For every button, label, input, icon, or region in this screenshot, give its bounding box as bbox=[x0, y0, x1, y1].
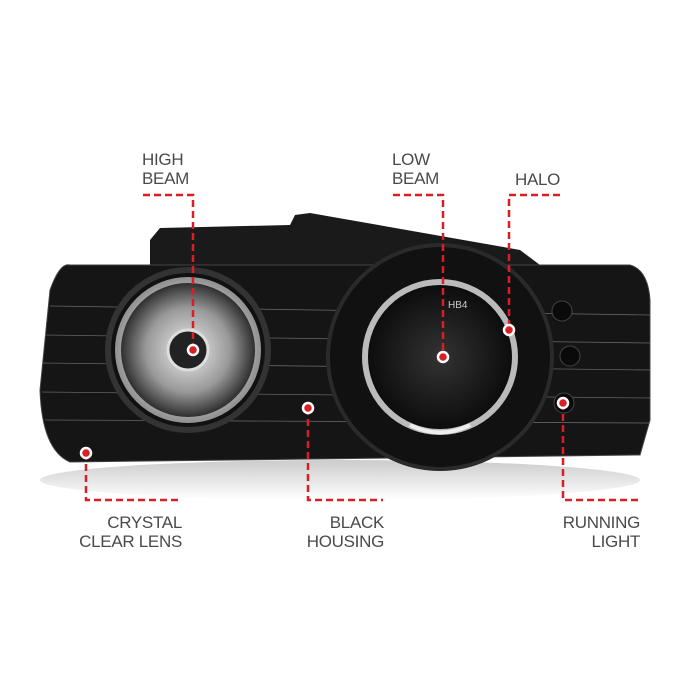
label-line: CRYSTAL bbox=[107, 513, 182, 532]
label-line: BEAM bbox=[142, 169, 189, 188]
label-line: RUNNING bbox=[562, 513, 641, 532]
callout-lines bbox=[84, 193, 640, 502]
callout-halo: HALO bbox=[515, 170, 560, 189]
label-line: CLEAR LENS bbox=[79, 532, 182, 551]
label-line: HIGH bbox=[142, 150, 184, 169]
callout-dots bbox=[79, 323, 570, 460]
label-line: BEAM bbox=[392, 169, 439, 188]
label-line: HALO bbox=[515, 170, 561, 189]
label-line: HOUSING bbox=[306, 532, 385, 551]
bulb-label: HB4 bbox=[448, 300, 468, 311]
label-line: LOW bbox=[392, 150, 430, 169]
label-line: BLACK bbox=[329, 513, 385, 532]
label-line: LIGHT bbox=[591, 532, 640, 551]
